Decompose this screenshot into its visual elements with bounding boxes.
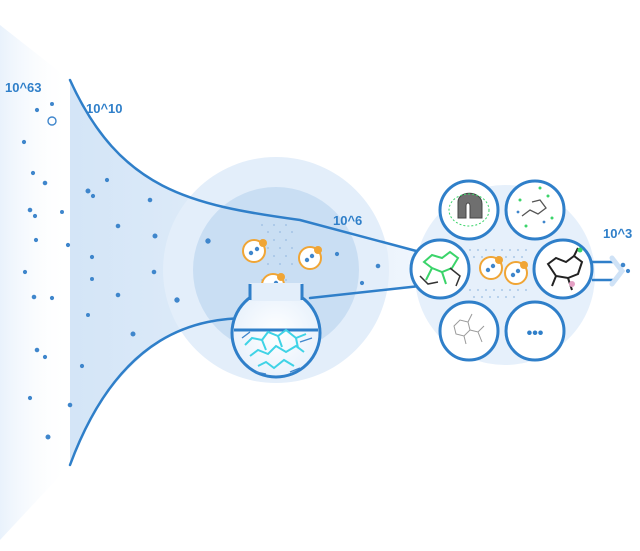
binding-pocket-card: [438, 179, 500, 241]
funnel-neck-bottom-edge: [308, 284, 422, 300]
screened-size-label: 10^6: [333, 213, 363, 228]
more-ellipsis: •••: [527, 325, 544, 342]
funnel-top-edge: [68, 78, 422, 254]
candidate-bubble-4: [479, 256, 503, 280]
candidate-bubble-2: [298, 246, 322, 270]
ligand-structure-card: [438, 300, 500, 362]
chemical-space-label: 10^63: [5, 80, 42, 95]
results-dot-field: [469, 249, 527, 298]
lead-structure-card: [532, 238, 594, 300]
funnel-bottom-edge: [68, 316, 252, 467]
final-size-label: 10^3: [603, 226, 633, 241]
chemical-space-region: [0, 25, 70, 540]
library-size-label: 10^10: [86, 101, 123, 116]
screening-halo-inner: [193, 187, 359, 353]
candidate-bubble-1: [242, 239, 267, 263]
library-molecule-scatter: [21, 102, 631, 440]
flask-icon: [230, 283, 322, 379]
hit-structure-card: [409, 238, 471, 300]
more-card: •••: [504, 300, 566, 362]
output-arrow-icon: [609, 255, 626, 287]
candidate-bubble-5: [504, 261, 528, 285]
interaction-map-card: [504, 179, 566, 241]
